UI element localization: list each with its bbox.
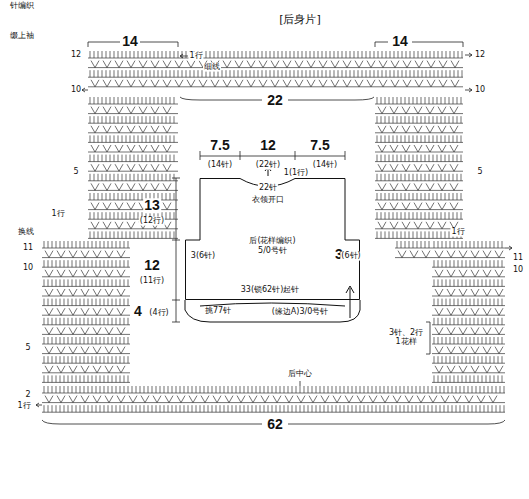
stitch-rows <box>42 51 505 412</box>
chart-label: 11 <box>512 254 524 263</box>
chart-label: 衣领开口 <box>251 196 285 205</box>
dimension-number: 12 <box>143 258 161 273</box>
chart-label: 5 <box>24 344 31 353</box>
stitch-row-group <box>42 386 505 412</box>
chart-label: 针编织 <box>9 2 35 11</box>
chart-label: (4行) <box>148 309 169 318</box>
chart-label: (6针) <box>340 252 361 261</box>
dimension-number: 7.5 <box>309 138 330 153</box>
chart-label: 换线 <box>17 228 35 237</box>
chart-label: 2 <box>24 391 31 400</box>
chart-label: 1(1行) <box>283 169 309 178</box>
chart-label: 1行 <box>450 228 465 237</box>
chart-label: (14针) <box>312 161 338 170</box>
chart-label: (12行) <box>139 217 165 226</box>
chart-label: 挑77针 <box>204 307 232 316</box>
row-arrows <box>36 53 512 407</box>
body-edging <box>185 167 360 322</box>
chart-label: 10 <box>512 266 524 275</box>
chart-label: (缘边A)3/0号针 <box>271 308 330 317</box>
dimension-number: 4 <box>133 304 143 319</box>
dimension-lines <box>42 42 505 424</box>
stitch-row-group <box>42 241 130 382</box>
dimension-number: 7.5 <box>209 138 230 153</box>
dimension-number: 13 <box>143 198 161 213</box>
chart-label: 22针 <box>258 184 278 193</box>
stitch-row-group <box>88 97 178 238</box>
chart-label: 缀上袖 <box>9 32 35 41</box>
chart-label: (14针) <box>207 161 233 170</box>
chart-label: 1行 <box>50 210 65 219</box>
chart-label: 11 <box>22 244 34 253</box>
dimension-number: 14 <box>121 34 139 49</box>
dimension-number: 14 <box>391 34 409 49</box>
stitch-row-group <box>375 97 463 238</box>
stitch-row-group <box>432 241 505 382</box>
dimension-number: 12 <box>259 138 277 153</box>
chart-label: 5 <box>72 168 79 177</box>
stitch-row-group <box>88 51 463 87</box>
body-outline-path <box>186 179 360 300</box>
chart-label: 后中心 <box>287 370 313 379</box>
chart-label: 1行 <box>188 52 203 61</box>
stitch-row-group <box>395 241 432 258</box>
chart-label: 3(6针) <box>190 252 216 261</box>
chart-label: 3针、2行 1花样 <box>387 329 425 347</box>
chart-label: 33(锁62针)起针 <box>240 286 301 295</box>
chart-label: 10 <box>70 86 82 95</box>
chart-label: 12 <box>474 51 486 60</box>
chart-label: (11行) <box>139 277 165 286</box>
chart-title: [后身片] <box>279 12 321 27</box>
piece-name: 后(花样编织) 5/0号针 <box>247 236 299 256</box>
chart-label: 10 <box>474 86 486 95</box>
chart-label: 细线 <box>203 63 221 72</box>
chart-label: 1行 <box>16 402 31 411</box>
chart-label: 12 <box>70 51 82 60</box>
dimension-number: 22 <box>266 93 284 108</box>
chart-label: 5 <box>476 168 483 177</box>
chart-label: (22针) <box>255 161 281 170</box>
dimension-number: 62 <box>266 417 284 432</box>
chart-label: 10 <box>22 264 34 273</box>
